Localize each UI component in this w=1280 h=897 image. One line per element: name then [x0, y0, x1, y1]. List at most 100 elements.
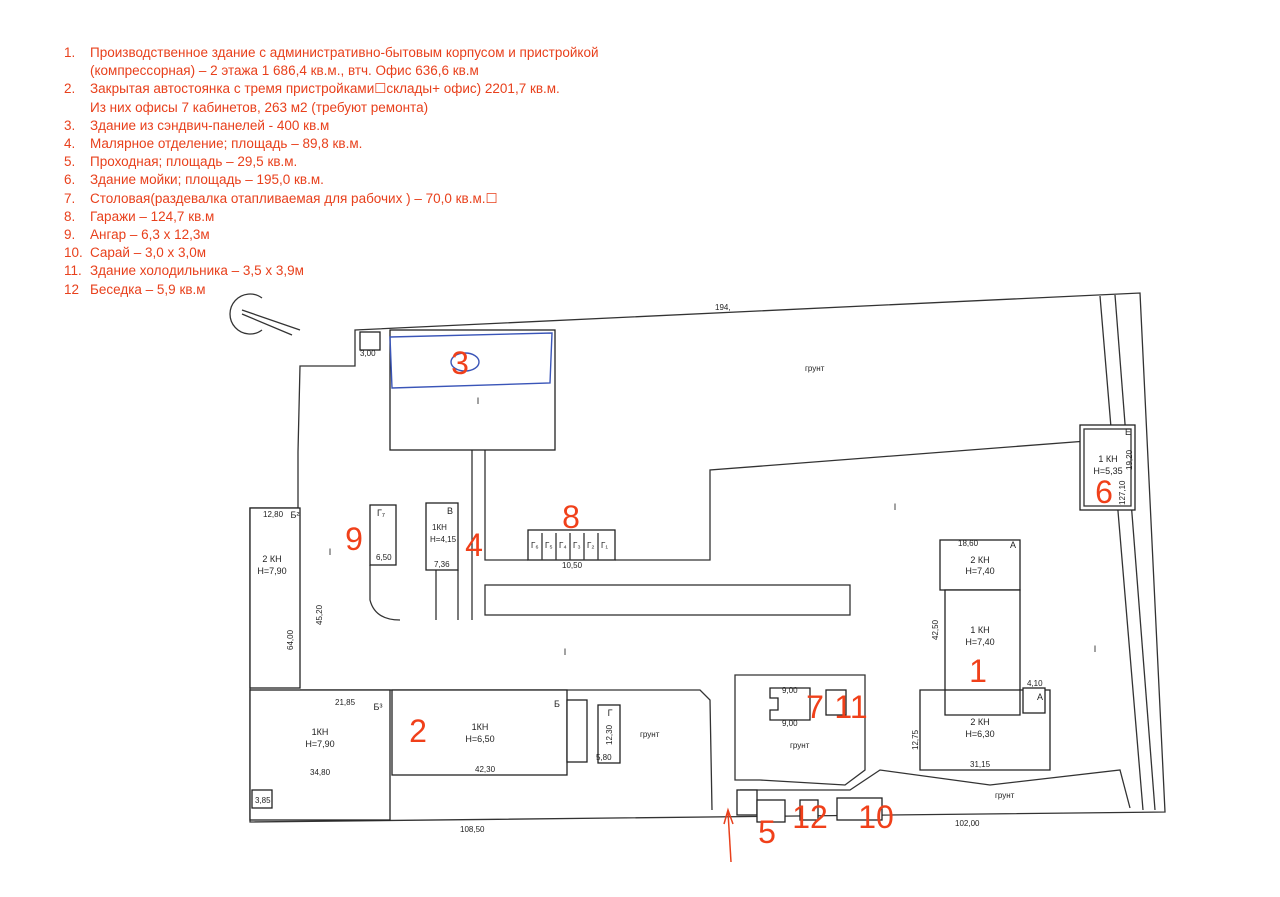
- building-4: [425, 502, 459, 571]
- legend-text: Беседка – 5,9 кв.м: [90, 281, 206, 297]
- object-legend: 1.Производственное здание с администрати…: [64, 44, 599, 299]
- building-2: [391, 689, 568, 776]
- label: I: [564, 647, 567, 657]
- dimension: 9,00: [782, 686, 798, 695]
- legend-item: 3.Здание из сэндвич-панелей - 400 кв.м: [64, 117, 599, 135]
- legend-item: 6.Здание мойки; площадь – 195,0 кв.м.: [64, 171, 599, 189]
- legend-text: Столовая(раздевалка отапливаемая для раб…: [90, 190, 498, 206]
- marker-9: 9: [345, 521, 363, 557]
- garage-label: Г₄: [559, 541, 567, 550]
- garage-label: Г₂: [587, 541, 594, 550]
- label: Н=6,50: [465, 734, 494, 744]
- entrance-arrow-icon: [723, 807, 734, 863]
- dimension: 4,10: [1027, 679, 1043, 688]
- dimension: 64,00: [286, 629, 295, 650]
- label: 1КН: [312, 727, 329, 737]
- label: 1 КН: [970, 625, 989, 635]
- dimension: 10,50: [562, 561, 583, 570]
- label: грунт: [640, 730, 660, 739]
- label: Г: [608, 708, 613, 718]
- building-1: [919, 539, 1051, 771]
- label: Б²: [291, 510, 300, 520]
- dimension: 3,85: [255, 796, 271, 805]
- label: 2 КН: [970, 717, 989, 727]
- legend-text: Ангар – 6,3 x 12,3м: [90, 227, 210, 243]
- legend-text: Малярное отделение; площадь – 89,8 кв.м.: [90, 136, 363, 152]
- legend-text-continued: (компрессорная) – 2 этажа 1 686,4 кв.м.,…: [90, 63, 479, 79]
- marker-6: 6: [1095, 474, 1113, 510]
- legend-number: 11.: [64, 263, 82, 279]
- label: грунт: [790, 741, 810, 750]
- label: Н=7,40: [965, 637, 994, 647]
- label: I: [894, 502, 897, 512]
- legend-number: 3.: [64, 117, 76, 133]
- label: I: [329, 547, 332, 557]
- marker-8: 8: [562, 499, 580, 535]
- dimension: 42,50: [931, 619, 940, 640]
- label: 2 КН: [262, 554, 281, 564]
- dimension: 34,80: [310, 768, 331, 777]
- marker-5: 5: [758, 814, 776, 850]
- marker-11: 11: [834, 689, 867, 725]
- legend-number: 1.: [64, 45, 76, 60]
- legend-item: 11. Здание холодильника – 3,5 x 3,9м: [64, 262, 599, 280]
- legend-number: 2.: [64, 81, 76, 97]
- legend-text: Закрытая автостоянка с тремя пристройкам…: [90, 81, 560, 97]
- building-12: [799, 799, 819, 821]
- building-2kn-left: [249, 507, 301, 689]
- label: Б: [554, 699, 560, 709]
- building-3: [389, 329, 556, 451]
- label: Г₇: [377, 508, 385, 518]
- building-9: [369, 504, 397, 566]
- legend-number: 10.: [64, 245, 83, 261]
- building-6: [1079, 424, 1136, 511]
- label: 1КН: [472, 722, 489, 732]
- legend-item: 5.Проходная; площадь – 29,5 кв.м.: [64, 153, 599, 171]
- legend-item: 8. Гаражи – 124,7 кв.м: [64, 208, 599, 226]
- dimension: 31,15: [970, 760, 991, 769]
- label: I: [1094, 644, 1097, 654]
- garage-label: Г₅: [545, 541, 553, 550]
- dimension: 3,00: [360, 349, 376, 358]
- dimension: 19,20: [1125, 449, 1134, 470]
- building-7: [769, 687, 811, 721]
- dimension: 127,10: [1118, 480, 1127, 505]
- legend-number: 5.: [64, 154, 76, 170]
- legend-number: 8.: [64, 208, 76, 224]
- legend-item: 10.Сарай – 3,0 x 3,0м: [64, 244, 599, 262]
- marker-1: 1: [969, 653, 987, 689]
- dimension: 102,00: [955, 819, 980, 828]
- dimension: 12,80: [263, 510, 284, 519]
- label: А: [1010, 540, 1016, 550]
- legend-text: Гаражи – 124,7 кв.м: [90, 208, 215, 224]
- dimension: 5,80: [596, 753, 612, 762]
- label: Б³: [374, 702, 383, 712]
- label: 1 КН: [1098, 454, 1117, 464]
- label: А: [1037, 692, 1043, 702]
- dimension: 108,50: [460, 825, 485, 834]
- legend-item: 7.Столовая(раздевалка отапливаемая для р…: [64, 190, 599, 208]
- legend-number: 9.: [64, 227, 76, 243]
- label: Н=7,40: [965, 566, 994, 576]
- dimension: 18,60: [958, 539, 979, 548]
- dimension: 194,: [715, 303, 731, 312]
- building-5: [756, 799, 786, 823]
- dimension: 12,75: [911, 729, 920, 750]
- dimension: 7,36: [434, 560, 450, 569]
- building-1kn-left: [249, 689, 391, 821]
- legend-number: 4.: [64, 136, 76, 152]
- marker-3: 3: [451, 345, 469, 381]
- marker-12: 12: [792, 799, 828, 835]
- marker-2: 2: [409, 713, 427, 749]
- label: Н=6,30: [965, 729, 994, 739]
- label: грунт: [995, 791, 1015, 800]
- label: грунт: [805, 364, 825, 373]
- label: В: [447, 506, 453, 516]
- legend-item: 1.Производственное здание с администрати…: [64, 44, 599, 62]
- marker-7: 7: [806, 689, 824, 725]
- legend-text: Здание холодильника – 3,5 x 3,9м: [90, 263, 304, 279]
- label: 2 КН: [970, 555, 989, 565]
- legend-text-continued: Из них офисы 7 кабинетов, 263 м2 (требую…: [90, 99, 429, 115]
- garage-label: Г₃: [573, 541, 581, 550]
